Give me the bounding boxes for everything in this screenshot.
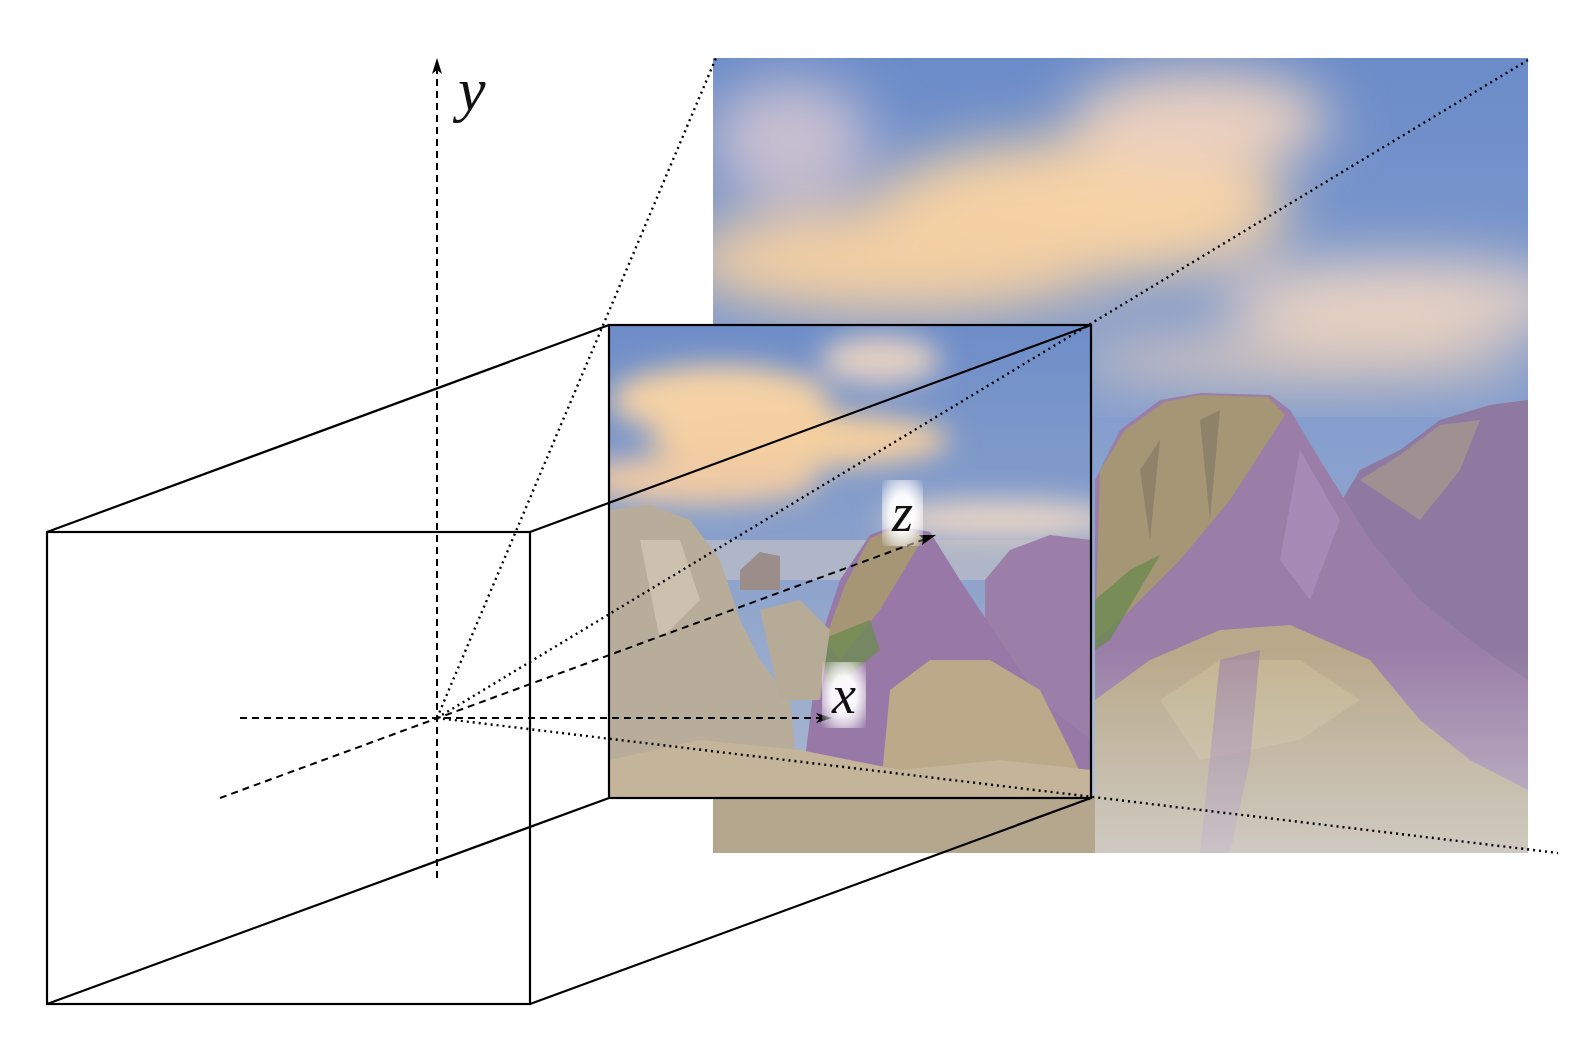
camera-box [47,325,1091,1004]
axis-arrowheads [432,58,936,723]
axis-label: z [882,480,923,546]
axis-label: y [458,58,486,120]
small-image [609,325,1091,798]
axis-label: x [822,662,866,728]
axes [220,66,928,878]
projection-rays [437,58,1558,853]
